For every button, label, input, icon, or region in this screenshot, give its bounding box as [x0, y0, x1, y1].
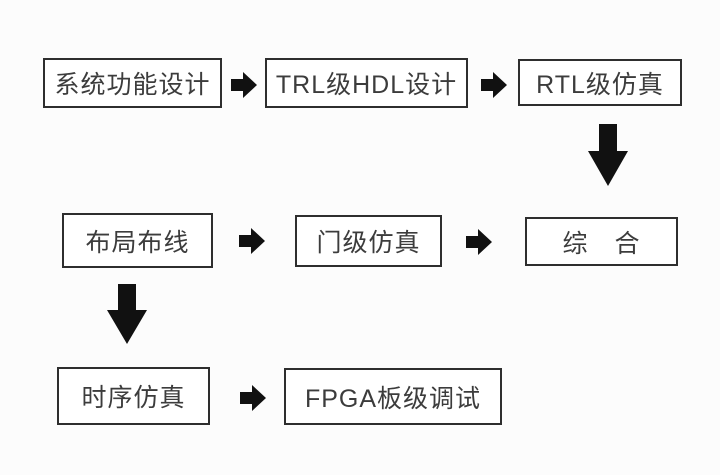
flow-node-system-function-design: 系统功能设计 — [43, 58, 222, 108]
arrow-down-icon — [106, 284, 148, 344]
flow-node-label: 综 合 — [562, 229, 641, 258]
flow-node-label: 系统功能设计 — [54, 71, 211, 99]
flow-node-synthesis: 综 合 — [525, 217, 678, 266]
arrow-right-icon — [231, 70, 257, 100]
arrow-right-icon — [239, 226, 265, 256]
flow-node-fpga-board-debug: FPGA板级调试 — [284, 368, 502, 425]
flow-node-label: FPGA板级调试 — [304, 384, 482, 413]
flow-node-timing-simulation: 时序仿真 — [57, 367, 210, 425]
flow-node-trl-hdl-design: TRL级HDL设计 — [265, 58, 468, 108]
arrow-right-icon — [466, 227, 492, 257]
arrow-right-icon — [481, 70, 507, 100]
flow-node-label: 时序仿真 — [81, 384, 186, 412]
flow-node-label: RTL级仿真 — [536, 70, 664, 99]
flow-node-label: 门级仿真 — [316, 229, 421, 257]
flow-node-label: 布局布线 — [85, 228, 190, 257]
flow-node-place-and-route: 布局布线 — [62, 213, 213, 268]
flow-node-rtl-simulation: RTL级仿真 — [518, 59, 682, 106]
arrow-right-icon — [240, 383, 266, 413]
flow-node-label: TRL级HDL设计 — [275, 71, 458, 99]
arrow-down-icon — [587, 124, 629, 186]
flow-node-gate-level-simulation: 门级仿真 — [295, 215, 442, 267]
